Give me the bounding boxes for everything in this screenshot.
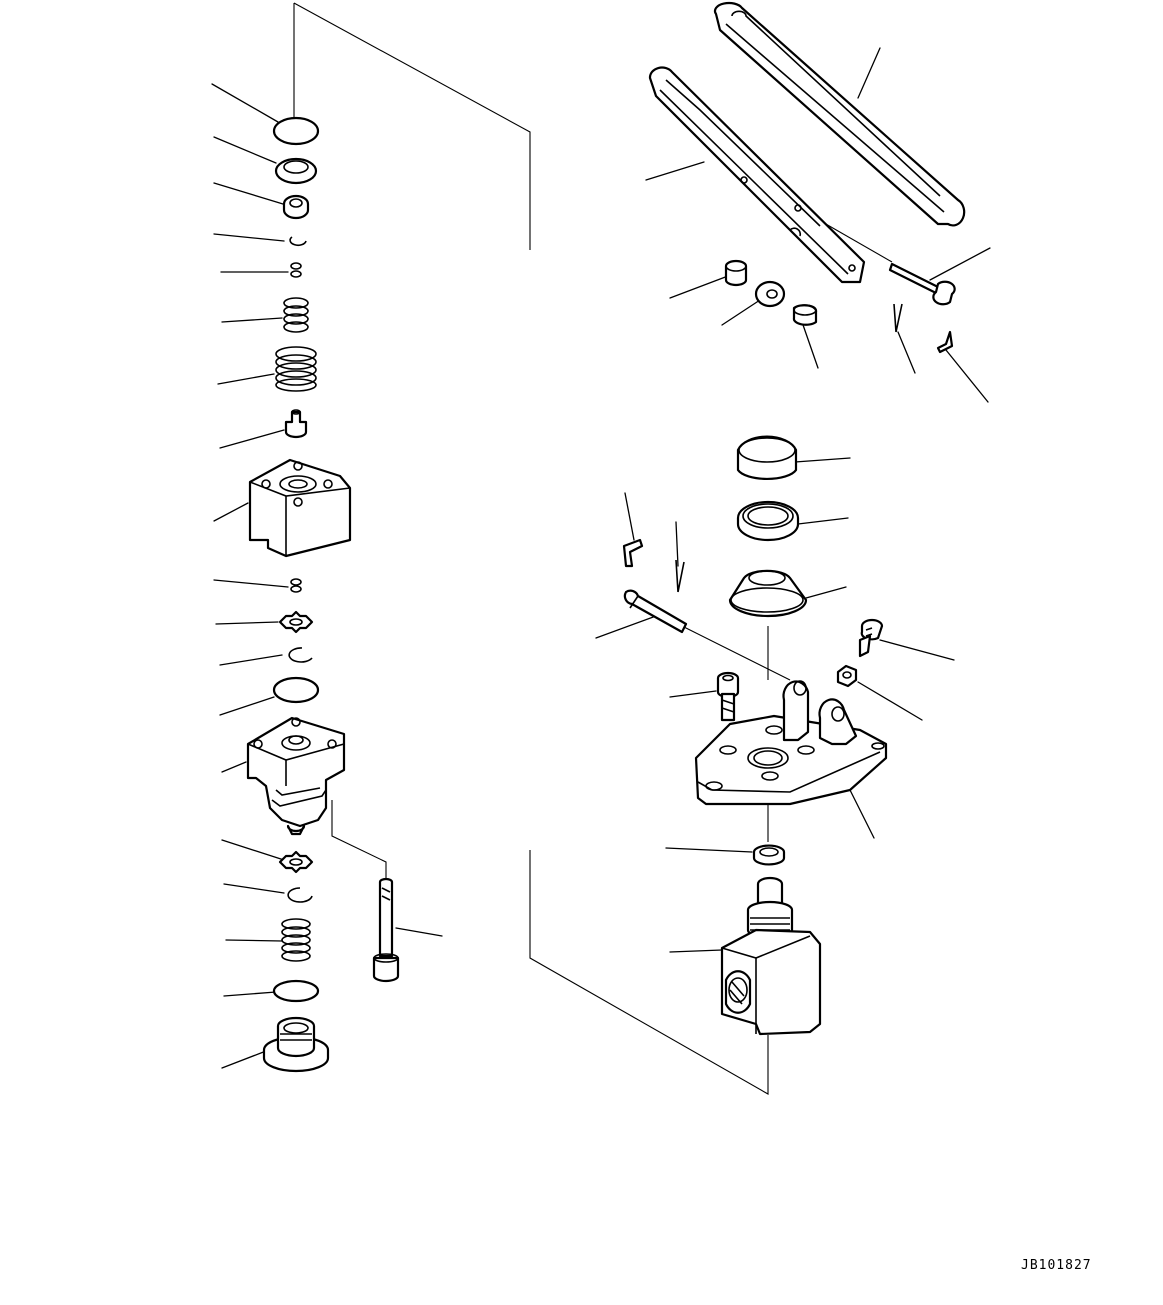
clevis-pin <box>623 589 688 634</box>
bottom-plug <box>262 1016 330 1073</box>
snap-ring-lower <box>288 647 313 663</box>
right-pedal-assembly <box>622 1 966 1036</box>
l-pin-left <box>622 538 644 568</box>
pivot-bushing <box>792 304 818 326</box>
boot-seal <box>736 500 800 542</box>
pedal-pad <box>713 1 966 227</box>
leader-lines-left <box>211 83 443 1069</box>
pedal-arm <box>648 66 866 284</box>
lower-valve-body <box>246 716 346 836</box>
small-bushing <box>282 194 310 220</box>
long-bolt <box>372 877 400 983</box>
cotter-pin-upper <box>893 303 903 333</box>
seal-ring <box>274 157 318 185</box>
pivot-washer <box>754 280 786 308</box>
mounting-bracket <box>694 680 888 806</box>
cap-disc <box>272 116 320 146</box>
socket-bolt <box>716 671 740 722</box>
snap-ring-bottom <box>287 887 313 903</box>
pilot-valve-body <box>720 876 822 1036</box>
small-o-ring <box>290 262 302 278</box>
stopper-bolt <box>858 618 884 658</box>
return-spring <box>281 918 311 962</box>
plunger <box>284 409 308 439</box>
assembly-frame <box>293 2 769 1095</box>
dust-boot <box>728 569 808 618</box>
outer-spring <box>275 346 317 392</box>
o-ring-lower <box>290 578 302 593</box>
lock-washer-upper <box>278 610 314 634</box>
upper-valve-body <box>248 458 352 558</box>
inner-spring <box>283 297 309 333</box>
retainer-ring <box>752 844 786 866</box>
left-valve-stack <box>246 116 400 1073</box>
thrust-disc <box>272 676 320 704</box>
upper-pin <box>888 262 956 306</box>
leader-lines-right <box>595 47 991 953</box>
snap-ring <box>289 236 307 247</box>
lock-washer-lower <box>278 850 314 874</box>
cotter-pin-left <box>675 559 685 593</box>
boot-cap <box>736 435 798 481</box>
drawing-code: JB101827 <box>1021 1258 1092 1273</box>
pivot-collar <box>724 259 748 287</box>
lock-nut <box>836 664 858 688</box>
bottom-disc <box>272 979 320 1003</box>
l-pin-upper <box>936 330 954 354</box>
